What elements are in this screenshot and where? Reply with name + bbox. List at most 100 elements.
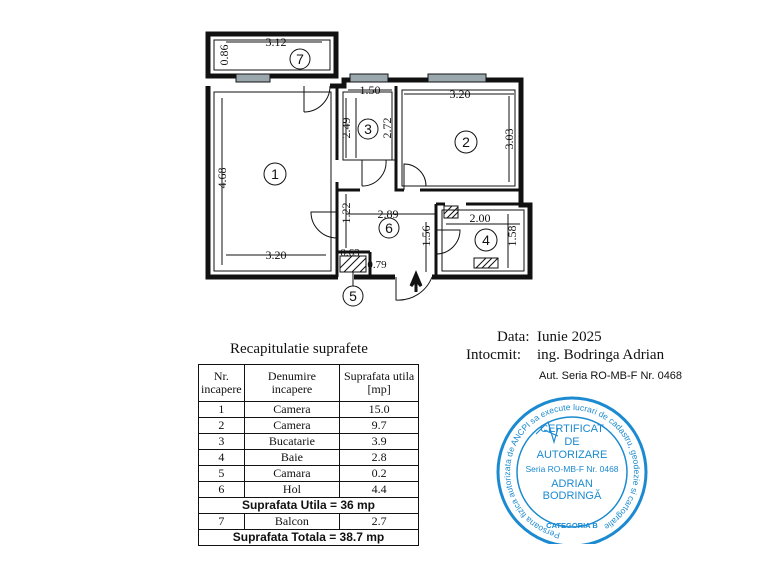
stamp-inner-ring: [516, 416, 628, 528]
room-marker-6: [378, 217, 400, 239]
dimension-lines: [221, 41, 520, 272]
cell-area: 9.7: [339, 417, 419, 434]
cell-name: Bucatarie: [243, 433, 341, 450]
cell-area: 0.2: [339, 465, 419, 482]
stamp-line3: AUTORIZARE: [537, 449, 608, 461]
room-marker-2: [454, 130, 478, 154]
room-label-6: 6: [385, 220, 393, 236]
room-marker-7: [289, 48, 311, 70]
cell-nr: 5: [198, 465, 245, 482]
dim-room1-height: 4.68: [215, 168, 229, 189]
header-denumire: Denumire incapere: [243, 364, 341, 402]
stamp-line1: CERTIFICAT: [540, 423, 604, 435]
room-label-5: 5: [349, 288, 357, 304]
cell-name: Camera: [243, 417, 341, 434]
table-row: 3 Bucatarie 3.9: [198, 433, 419, 450]
room-marker-4: [474, 228, 498, 252]
recap-title: Recapitulatie suprafete: [230, 341, 368, 357]
table-row: 4 Baie 2.8: [198, 449, 419, 466]
author-value: ing. Bodringa Adrian: [537, 347, 665, 363]
cell-name: Baie: [243, 449, 341, 466]
room-label-1: 1: [271, 166, 279, 182]
dim-kitchen-width: 1.50: [360, 83, 381, 97]
stamp-line6: BODRINGĂ: [543, 489, 602, 502]
total-totala: Suprafata Totala = 38.7 mp: [198, 529, 419, 546]
window-room2: [427, 73, 487, 83]
stamp-outer-ring: [496, 396, 648, 544]
total-utila: Suprafata Utila = 36 mp: [198, 497, 419, 514]
total-utila-row: Suprafata Utila = 36 mp: [198, 497, 419, 514]
dim-hall-width: 2.89: [378, 207, 399, 221]
cell-area: 2.8: [339, 449, 419, 466]
room3-inner: [342, 91, 393, 161]
door-room2: [403, 163, 427, 190]
cell-nr: 6: [198, 481, 245, 498]
room4-inner: [441, 209, 525, 272]
authorization-number: Aut. Seria RO-MB-F Nr. 0468: [539, 370, 683, 382]
room2-inner: [401, 89, 516, 187]
total-totala-row: Suprafata Totala = 38.7 mp: [198, 529, 419, 546]
room1-inner: [213, 91, 332, 272]
room-label-4: 4: [482, 232, 490, 248]
cell-nr: 3: [198, 433, 245, 450]
stamp-line5: ADRIAN: [551, 478, 593, 490]
authorization-stamp: Persoana fizica autorizata de ANCPI sa e…: [496, 396, 648, 544]
dim-room2-height: 3.03: [502, 129, 516, 150]
hatch-lines-2: [475, 257, 499, 269]
table-row: 6 Hol 4.4: [198, 481, 419, 498]
room-label-7: 7: [296, 51, 304, 67]
stamp-line4: Seria RO-MB-F Nr. 0468: [525, 464, 618, 474]
balcony-wall: [205, 31, 339, 79]
dim-pantry-height: 0.79: [367, 259, 387, 271]
door-kitchen: [361, 159, 396, 187]
dim-balcony-height: 0.86: [217, 45, 231, 66]
header-nr: Nr. incapere: [198, 364, 245, 402]
table-row: 2 Camera 9.7: [198, 417, 419, 434]
cell-area: 15.0: [339, 401, 419, 418]
stamp-line2: DE: [564, 436, 579, 448]
door-balcony: [303, 85, 331, 113]
table-row: 5 Camara 0.2: [198, 465, 419, 482]
dim-bath-width: 2.00: [470, 211, 491, 225]
floor-plan: 7 1 3 2 6 4 5 3.12 0.86 4.68 3.20 1.50 2…: [205, 31, 533, 307]
cell-name: Balcon: [243, 513, 341, 530]
dim-pantry-width: 0.63: [340, 247, 360, 259]
dim-hall-height-1: 1.22: [339, 203, 353, 224]
room-marker-1: [263, 162, 287, 186]
hatch-lines-3: [339, 255, 367, 273]
entrance-arrow-icon: [409, 270, 423, 292]
door-bath: [435, 229, 461, 255]
recap-table: Nr. incapere Denumire incapere Suprafata…: [198, 364, 419, 546]
cell-name: Camera: [243, 401, 341, 418]
cell-name: Hol: [243, 481, 341, 498]
date-label: Data:: [497, 329, 530, 345]
cell-area: 3.9: [339, 433, 419, 450]
stamp-signature: [535, 420, 559, 445]
dim-room1-width: 3.20: [266, 248, 287, 262]
window-balcony: [235, 73, 271, 83]
dim-balcony-width: 3.12: [266, 35, 287, 49]
date-value: Iunie 2025: [537, 329, 602, 345]
door-entrance: [395, 276, 433, 301]
dim-hall-height-2: 1.56: [419, 226, 433, 247]
partition-walls: [335, 86, 530, 277]
stamp-category: CATEGORIA B: [546, 521, 598, 530]
cell-area: 2.7: [339, 513, 419, 530]
cell-nr: 4: [198, 449, 245, 466]
room-label-3: 3: [364, 121, 372, 137]
cell-nr: 2: [198, 417, 245, 434]
table-row: 7 Balcon 2.7: [198, 513, 419, 530]
outer-wall: [205, 77, 533, 280]
room-marker-5: [342, 285, 364, 307]
room-marker-3: [357, 118, 379, 140]
room-label-2: 2: [462, 134, 470, 150]
window-kitchen: [349, 73, 389, 83]
cell-name: Camara: [243, 465, 341, 482]
cell-area: 4.4: [339, 481, 419, 498]
cell-nr: 1: [198, 401, 245, 418]
balcony-inner: [213, 39, 331, 71]
dim-kitchen-height-2: 2.72: [380, 118, 394, 139]
dim-bath-height: 1.58: [505, 226, 519, 247]
hatch-lines-1: [443, 205, 459, 219]
dim-kitchen-height-1: 2.49: [339, 118, 353, 139]
